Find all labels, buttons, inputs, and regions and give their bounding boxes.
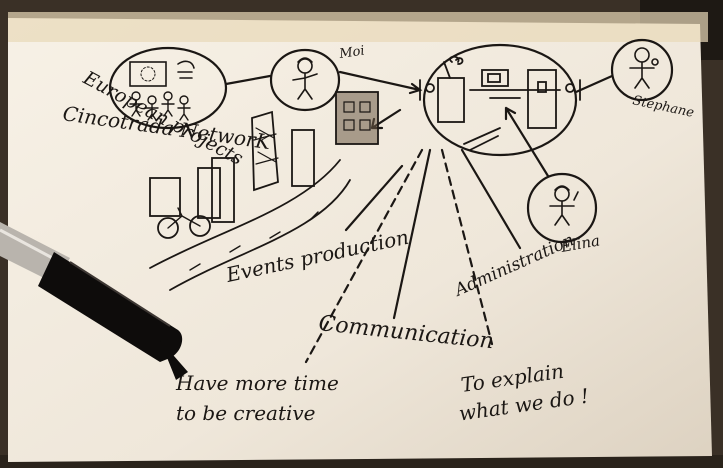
branch-administration xyxy=(460,148,522,250)
road xyxy=(149,159,351,291)
stephane-bubble xyxy=(610,38,674,102)
drawing-ink xyxy=(108,38,674,364)
european-projects-bubble xyxy=(108,46,228,130)
branch-creative xyxy=(304,148,424,364)
elina-bubble xyxy=(526,172,598,244)
label-creative: Have more time to be creative xyxy=(175,371,345,425)
arrow-elina-office xyxy=(504,106,550,178)
pen xyxy=(0,222,188,380)
paper-top-fold xyxy=(8,12,708,42)
eu-flag-icon xyxy=(129,61,167,87)
office-bubble xyxy=(422,43,578,157)
moi-person-icon xyxy=(292,57,318,100)
bicycle-icon xyxy=(167,207,201,229)
pen-tip xyxy=(160,340,188,380)
branch-events xyxy=(344,164,404,232)
euro-icon xyxy=(177,60,195,79)
office-icon xyxy=(419,55,581,151)
moi-bubble xyxy=(269,48,341,112)
label-moi: Moi xyxy=(337,44,365,63)
people-group-icon xyxy=(129,91,191,121)
link-office-stephane xyxy=(574,74,614,94)
city-sketch xyxy=(149,91,379,291)
link-eu-moi xyxy=(224,74,272,86)
pen-barrel xyxy=(38,252,183,362)
paper-sheet xyxy=(8,18,712,462)
branch-communication xyxy=(392,148,432,320)
stephane-person-icon xyxy=(629,47,659,89)
elina-person-icon xyxy=(549,185,579,226)
branch-explain xyxy=(440,148,494,346)
